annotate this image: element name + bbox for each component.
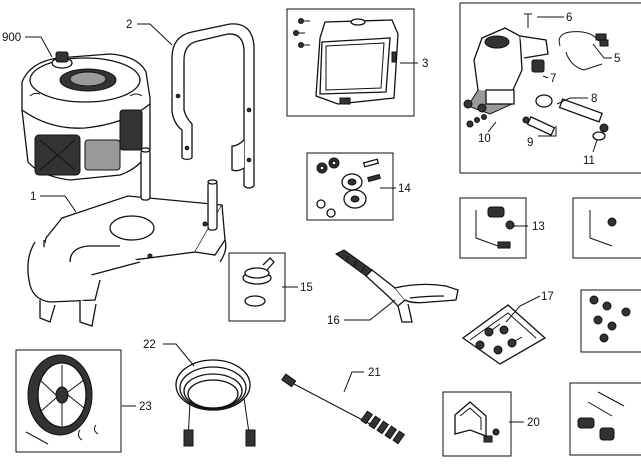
part-21-lance[interactable]	[281, 373, 406, 445]
label-14: 14	[398, 183, 411, 195]
right-box-1	[572, 197, 641, 259]
label-20: 20	[527, 417, 540, 429]
part-20-bracket[interactable]	[454, 401, 500, 443]
label-15: 15	[300, 282, 313, 294]
right-box-1-hardware[interactable]	[589, 210, 617, 247]
part-10-hardware[interactable]	[466, 114, 487, 128]
part-pump[interactable]	[463, 27, 549, 115]
part-15-box	[228, 252, 286, 322]
leader-lines	[25, 16, 612, 423]
part-23-box	[15, 349, 122, 453]
part-2-handle[interactable]	[171, 23, 255, 189]
part-23-wheel[interactable]	[25, 354, 99, 445]
part-1-frame[interactable]	[27, 147, 227, 327]
part-13-knob-bolt[interactable]	[475, 206, 515, 249]
part-labels: 900 1 2 3 5 6 7 8 9 10 11 13 14 15 16 17…	[2, 12, 620, 429]
pump-assembly-box	[459, 2, 641, 174]
label-3: 3	[422, 58, 428, 70]
label-8: 8	[591, 93, 597, 105]
label-13: 13	[532, 221, 545, 233]
part-17-hardware-bag[interactable]	[461, 304, 547, 365]
label-7: 7	[550, 73, 556, 85]
label-10: 10	[478, 133, 491, 145]
part-20-box	[442, 391, 512, 457]
right-box-2	[580, 289, 641, 353]
label-22: 22	[143, 339, 156, 351]
label-11: 11	[583, 155, 595, 167]
part-15-seals[interactable]	[242, 257, 275, 307]
part-8-unloader[interactable]	[535, 94, 609, 133]
part-3-screws	[293, 18, 310, 48]
label-16: 16	[327, 315, 340, 327]
label-900: 900	[2, 32, 21, 44]
right-box-3-hardware[interactable]	[577, 391, 625, 441]
label-9: 9	[527, 137, 533, 149]
part-13-box	[459, 197, 527, 259]
part-14-hardware[interactable]	[316, 157, 381, 218]
label-23: 23	[139, 401, 152, 413]
label-1: 1	[30, 191, 36, 203]
right-box-2-hardware[interactable]	[589, 295, 631, 343]
part-7-fitting[interactable]	[531, 59, 545, 73]
right-box-3	[569, 382, 641, 456]
part-900-engine[interactable]	[21, 51, 151, 181]
part-22-hose[interactable]	[175, 359, 256, 447]
label-21: 21	[368, 367, 381, 379]
part-14-box	[306, 152, 394, 221]
part-9-fitting[interactable]	[522, 116, 556, 136]
part-11-ring[interactable]	[592, 131, 606, 141]
part-5-hose-kit[interactable]	[558, 31, 609, 71]
label-17: 17	[541, 291, 554, 303]
part-3-control-panel[interactable]	[293, 18, 399, 105]
label-2: 2	[126, 19, 132, 31]
label-6: 6	[566, 12, 572, 24]
part-6-pin[interactable]	[524, 13, 532, 28]
part-16-spray-gun[interactable]	[335, 249, 459, 323]
label-5: 5	[614, 53, 620, 65]
